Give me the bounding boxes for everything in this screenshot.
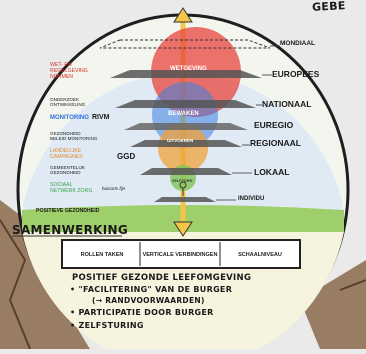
note-ggd: GGD: [117, 152, 135, 161]
bar-col-schaalniveau-label: SCHAALNIVEAU: [238, 252, 282, 259]
bottom-title: POSITIEF GEZONDE LEEFOMGEVING: [72, 273, 251, 283]
note-gezondheid-beleid: GEZONDHEID BELEID MONITORING: [50, 131, 98, 141]
bottom-line-1: "FACILITERING" VAN DE BURGER: [79, 285, 233, 294]
note-monitoring: MONITORING: [50, 115, 89, 121]
bottom-line-3: PARTICIPATIE DOOR BURGER: [79, 308, 214, 317]
bar-col-verticale: VERTICALE VERBINDINGEN: [142, 243, 218, 267]
note-rivm: RIVM: [92, 114, 110, 121]
level-mondiaal: MONDIAAL: [280, 40, 315, 47]
bar-col-schaalniveau: SCHAALNIVEAU: [222, 243, 298, 267]
note-sociaal: SOCIAAL NETWERK ZORG: [50, 182, 96, 194]
bottom-bullet-3: • PARTICIPATIE DOOR BURGER: [70, 308, 214, 317]
bar-col-verticale-label: VERTICALE VERBINDINGEN: [143, 252, 218, 259]
circle-blue-label: BEWAKEN: [168, 111, 199, 117]
corner-label: GEBE: [312, 0, 346, 14]
note-landelijke: LANDELIJKE CAMPAGNES: [50, 148, 98, 160]
bottom-bullet-4: • ZELFSTURING: [70, 321, 144, 330]
level-nationaal: NATIONAAL: [262, 99, 311, 109]
note-gemeentelijk: GEMEENTELIJK GEZONDHEID: [50, 165, 100, 175]
note-onderzoek: ONDERZOEK ONTWIKKELING: [50, 97, 98, 107]
bar-col-rollen-label: ROLLEN TAKEN: [81, 252, 124, 259]
bar-col-rollen: ROLLEN TAKEN: [66, 243, 138, 267]
level-euregio: EUREGIO: [254, 120, 293, 130]
plate-euregio: [124, 123, 248, 130]
plate-lokaal: [140, 168, 232, 175]
bottom-bullet-1: • "FACILITERING" VAN DE BURGER: [70, 285, 232, 294]
bottom-line-2: (→ RANDVOORWAARDEN): [92, 296, 205, 305]
level-individu: INDIVIDU: [238, 196, 264, 202]
level-lokaal: LOKAAL: [254, 167, 289, 177]
circle-red-label: WETGEVING: [170, 66, 207, 72]
plate-nationaal: [115, 100, 256, 108]
circle-orange-label: UITVOEREN: [167, 138, 193, 143]
plate-individu: [154, 197, 216, 202]
level-regionaal: REGIONAAL: [250, 138, 301, 148]
samenwerking-title: SAMENWERKING: [12, 223, 128, 237]
bottom-line-4: ZELFSTURING: [79, 321, 144, 330]
note-positieve: POSITIEVE GEZONDHEID: [36, 208, 99, 214]
level-europees: EUROPEES: [272, 69, 319, 79]
circle-green-label: ZELFZORG: [172, 179, 192, 183]
note-huisarts: huisarts fijn: [102, 186, 130, 191]
note-wet-regelgeving: WET- EN REGELGEVING NORMEN: [50, 62, 100, 80]
